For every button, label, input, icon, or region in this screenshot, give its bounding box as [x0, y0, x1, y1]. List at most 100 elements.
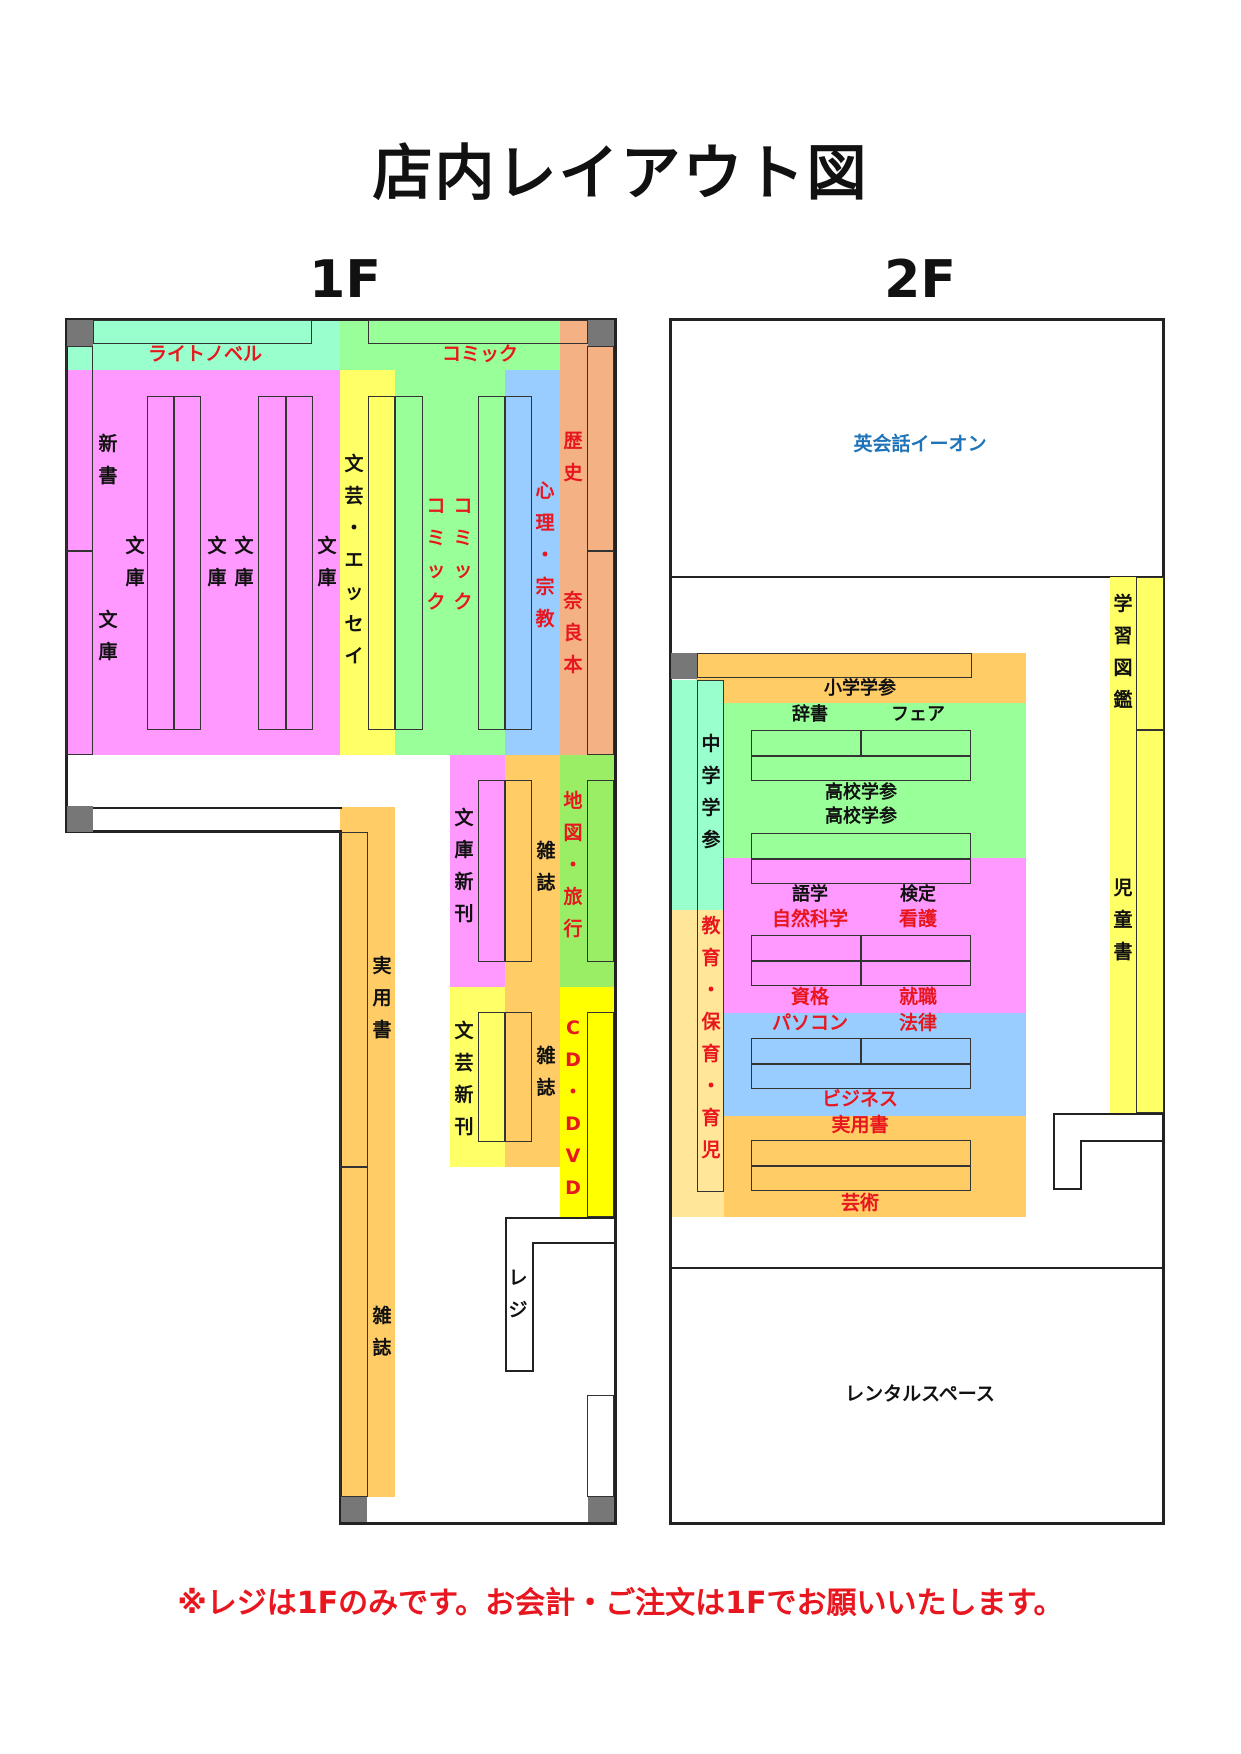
shelf [1136, 730, 1164, 1113]
shelf [751, 730, 861, 756]
label-kyoiku-hoiku-ikuji: 教育・保育・育児 [701, 915, 721, 1161]
page-title: 店内レイアウト図 [372, 139, 869, 209]
label-shinri-shukyo: 心理・宗教 [535, 480, 555, 630]
label-reji: レジ [508, 1267, 528, 1321]
shelf [587, 346, 614, 551]
label-bunko-a: 文庫 [125, 535, 145, 589]
label-jisho: 辞書 [792, 704, 828, 725]
label-kentei: 検定 [900, 884, 936, 905]
shelf [505, 780, 532, 962]
shelf [751, 1166, 971, 1191]
label-zasshi-b: 雑誌 [536, 1045, 556, 1099]
label-kango: 看護 [898, 908, 937, 930]
shelf [751, 961, 861, 986]
label-pasokon: パソコン [771, 1012, 848, 1034]
shelf [587, 1012, 614, 1217]
label-jidosho: 児童書 [1113, 877, 1133, 963]
shelf [174, 396, 201, 730]
zone-bungei-essay [340, 370, 395, 755]
label-zasshi-a: 雑誌 [536, 840, 556, 894]
shelf [751, 1064, 971, 1089]
zone-light-novel [66, 320, 340, 370]
shelf [66, 346, 93, 551]
pillar [671, 653, 697, 679]
shelf [587, 551, 614, 755]
shelf [395, 396, 423, 730]
label-shizen-kagaku: 自然科学 [771, 908, 848, 930]
pillar [588, 1496, 614, 1522]
label-chizu-ryoko: 地図・旅行 [563, 790, 583, 940]
pillar [67, 806, 93, 832]
checkout-notice: ※レジは1Fのみです。お会計・ご注文は1Fでお願いいたします。 [177, 1586, 1064, 1621]
shelf [587, 780, 614, 962]
shelf [478, 396, 505, 730]
shelf [751, 1140, 971, 1166]
shelf [505, 396, 532, 730]
shelf [340, 832, 368, 1167]
label-bunko-left: 文庫 [98, 609, 118, 663]
shelf [751, 833, 971, 859]
label-eikaiwa: 英会話イーオン [853, 433, 987, 455]
label-rental-space: レンタルスペース [845, 1383, 995, 1405]
label-bungei-essay: 文芸・エッセイ [344, 453, 364, 667]
label-shogaku-gakusan: 小学学参 [824, 678, 896, 699]
shelf [1136, 577, 1164, 730]
shelf [478, 1012, 505, 1142]
shelf [368, 396, 395, 730]
label-bungei-shinkan: 文芸新刊 [454, 1020, 474, 1138]
label-nara-hon: 奈良本 [563, 590, 583, 676]
shelf [751, 935, 861, 961]
shelf [751, 756, 971, 781]
label-gogaku: 語学 [792, 884, 828, 905]
zone-bunko-shinkan [450, 755, 505, 987]
label-shushoku: 就職 [898, 986, 937, 1008]
label-fair: フェア [891, 704, 945, 725]
pillar [588, 320, 614, 346]
label-comic-a: コミック [426, 495, 446, 613]
shelf [861, 1038, 971, 1064]
label-horitsu: 法律 [898, 1012, 937, 1034]
zone-chugaku-gakusan [672, 680, 724, 910]
label-bunko-shinkan: 文庫新刊 [454, 807, 474, 925]
shelf [861, 730, 971, 756]
label-koko-gakusan-1: 高校学参 [825, 782, 897, 803]
label-zasshi-c: 雑誌 [372, 1305, 392, 1359]
zone-comic [395, 370, 505, 755]
pillar [341, 1496, 367, 1522]
shelf [340, 1167, 368, 1497]
floor-1f-label: 1F [309, 250, 381, 310]
shelf [286, 396, 313, 730]
shelf [258, 396, 286, 730]
label-light-novel: ライトノベル [147, 343, 262, 365]
floor-2f-label: 2F [884, 250, 956, 310]
zone-zasshi-a [505, 755, 560, 987]
zone-bunko [66, 370, 340, 755]
shelf [861, 935, 971, 961]
shelf [751, 1038, 861, 1064]
label-bunko-c: 文庫 [234, 535, 254, 589]
label-koko-gakusan-2: 高校学参 [825, 806, 897, 827]
zone-shinri-shukyo [505, 370, 560, 755]
label-geijutsu: 芸術 [840, 1192, 879, 1214]
shelf [697, 653, 972, 678]
shelf [505, 1012, 532, 1142]
label-comic-b: コミック [453, 495, 473, 613]
zone-kyoiku [672, 910, 724, 1217]
shelf [368, 320, 588, 344]
label-comic-top: コミック [441, 343, 518, 365]
stair-structure [1053, 1113, 1165, 1190]
shelf [147, 396, 174, 730]
shelf [93, 320, 312, 344]
shelf [478, 780, 505, 962]
label-jitsuyosho-2f: 実用書 [831, 1114, 889, 1136]
zone-zasshi-b [505, 987, 560, 1167]
pillar [67, 320, 93, 346]
register-counter [505, 1217, 615, 1372]
shelf [751, 859, 971, 884]
label-bunko-d: 文庫 [317, 535, 337, 589]
label-rekishi: 歴史 [563, 430, 583, 484]
zone-bungei-shinkan [450, 987, 505, 1167]
